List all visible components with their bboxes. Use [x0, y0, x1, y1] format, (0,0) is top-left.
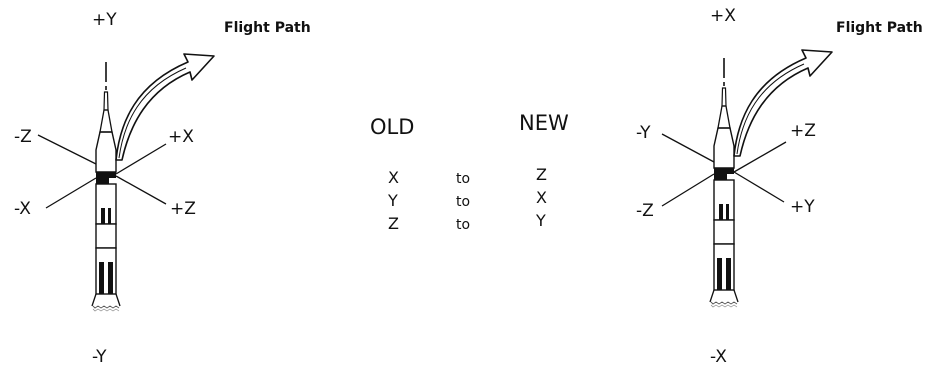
left-axis-line-upper-right: [115, 143, 167, 175]
right-axis-line-lower-left: [661, 173, 715, 207]
left-bottom-axis-label: -Y: [92, 347, 107, 366]
row-2-old: Y: [387, 191, 398, 210]
new-header: NEW: [519, 111, 569, 135]
row-3-new: Y: [535, 211, 546, 230]
right-flight-path-arrow-icon: [733, 49, 833, 157]
left-axis-line-upper-left: [37, 134, 97, 165]
right-axis-line-lower-right: [733, 171, 785, 203]
mapping-table: OLD NEW X to Z Y to X Z to Y: [370, 111, 569, 233]
row-1-connector: to: [456, 171, 470, 187]
left-rocket-figure: [37, 53, 215, 312]
right-rocket-icon: [709, 57, 739, 308]
right-axis-line-upper-right: [733, 141, 787, 173]
right-top-axis-label: +X: [710, 6, 736, 26]
left-axis-line-lower-left: [45, 177, 97, 209]
right-bottom-axis-label: -X: [710, 347, 727, 366]
right-lower-left-axis-label: -Z: [636, 201, 654, 221]
right-rocket-figure: [661, 49, 833, 308]
left-axis-line-lower-right: [115, 175, 167, 205]
left-top-axis-label: +Y: [92, 10, 117, 30]
right-flight-path-label: Flight Path: [836, 20, 923, 36]
right-upper-left-axis-label: -Y: [636, 123, 651, 143]
row-3-connector: to: [456, 217, 470, 233]
left-rocket-icon: [91, 61, 121, 312]
row-3-old: Z: [388, 214, 399, 233]
left-flight-path-label: Flight Path: [224, 20, 311, 36]
old-header: OLD: [370, 115, 414, 139]
row-2-new: X: [536, 188, 547, 207]
row-1-old: X: [388, 168, 399, 187]
row-2-connector: to: [456, 194, 470, 210]
left-upper-left-axis-label: -Z: [14, 127, 32, 147]
right-upper-right-axis-label: +Z: [790, 121, 816, 141]
left-lower-right-axis-label: +Z: [170, 199, 196, 219]
right-lower-right-axis-label: +Y: [790, 197, 815, 217]
left-lower-left-axis-label: -X: [14, 199, 31, 219]
left-upper-right-axis-label: +X: [168, 127, 194, 147]
right-axis-line-upper-left: [661, 133, 715, 163]
row-1-new: Z: [536, 165, 547, 184]
